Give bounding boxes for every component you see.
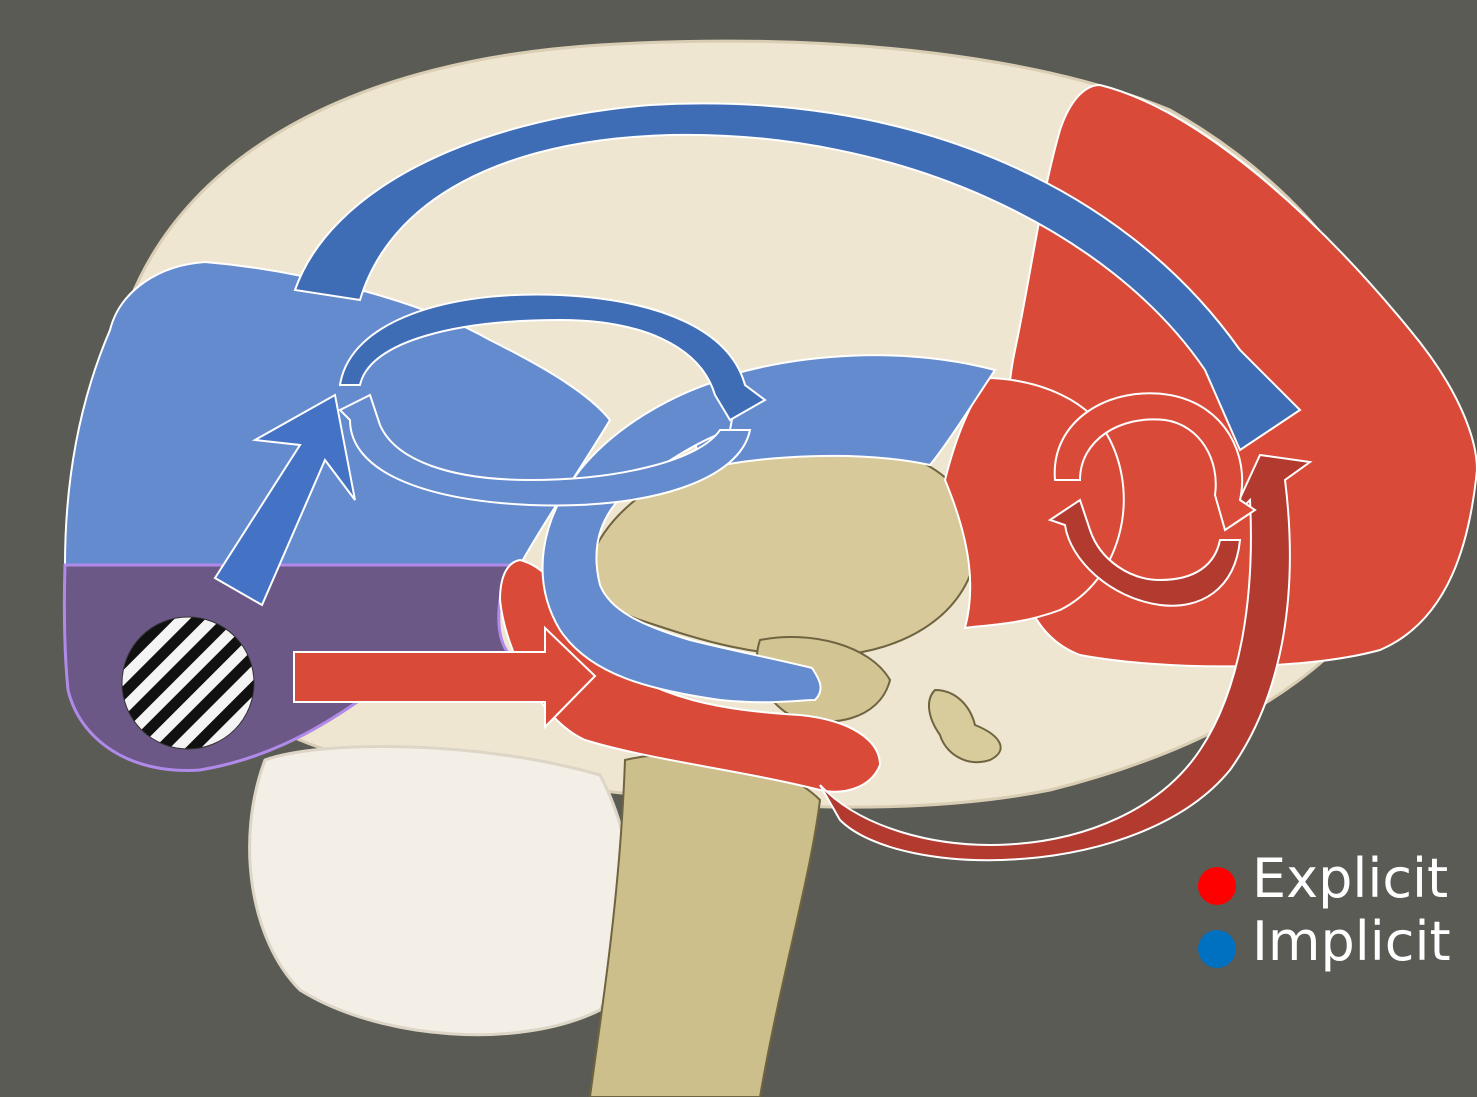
legend-label-implicit: Implicit bbox=[1252, 915, 1451, 969]
explicit-dot-icon bbox=[1198, 867, 1236, 905]
brainstem bbox=[590, 754, 820, 1097]
legend-item-implicit: Implicit bbox=[1198, 915, 1451, 969]
cerebellum bbox=[250, 746, 630, 1034]
implicit-dot-icon bbox=[1198, 930, 1236, 968]
legend-item-explicit: Explicit bbox=[1198, 852, 1448, 906]
legend-label-explicit: Explicit bbox=[1252, 852, 1448, 906]
